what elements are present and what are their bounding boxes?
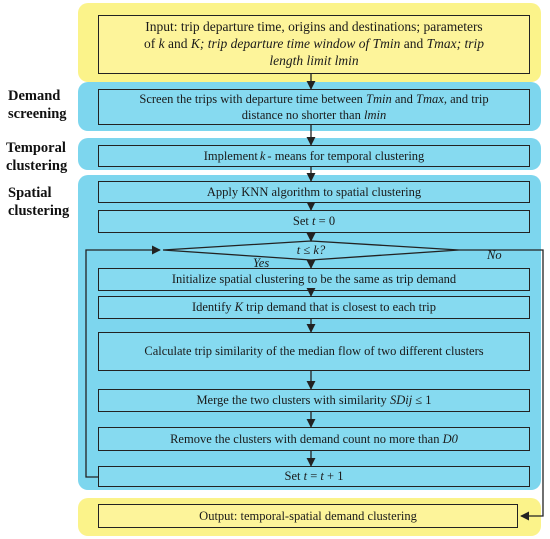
yes-label: Yes bbox=[253, 256, 270, 270]
no-label: No bbox=[487, 248, 502, 262]
similarity-box: Calculate trip similarity of the median … bbox=[98, 332, 530, 371]
input-line-3: length limit lmin bbox=[269, 52, 359, 68]
decision-label: t ≤ k? bbox=[296, 243, 326, 257]
input-line-1: Input: trip departure time, origins and … bbox=[145, 19, 483, 35]
stage-label-temporal-clustering: Temporal clustering bbox=[6, 140, 68, 175]
no-branch-connector bbox=[459, 249, 544, 521]
screen-trips-box: Screen the trips with departure time bet… bbox=[98, 89, 530, 125]
loop-back-connector bbox=[85, 245, 161, 478]
input-box: Input: trip departure time, origins and … bbox=[98, 15, 530, 74]
remove-box: Remove the clusters with demand count no… bbox=[98, 427, 530, 451]
input-line-2: of k and K; trip departure time window o… bbox=[143, 36, 484, 52]
output-box: Output: temporal-spatial demand clusteri… bbox=[98, 504, 518, 528]
stage-label-spatial-clustering: Spatial clustering bbox=[8, 185, 70, 220]
stage-label-demand-screening: Demand screening bbox=[8, 88, 67, 123]
